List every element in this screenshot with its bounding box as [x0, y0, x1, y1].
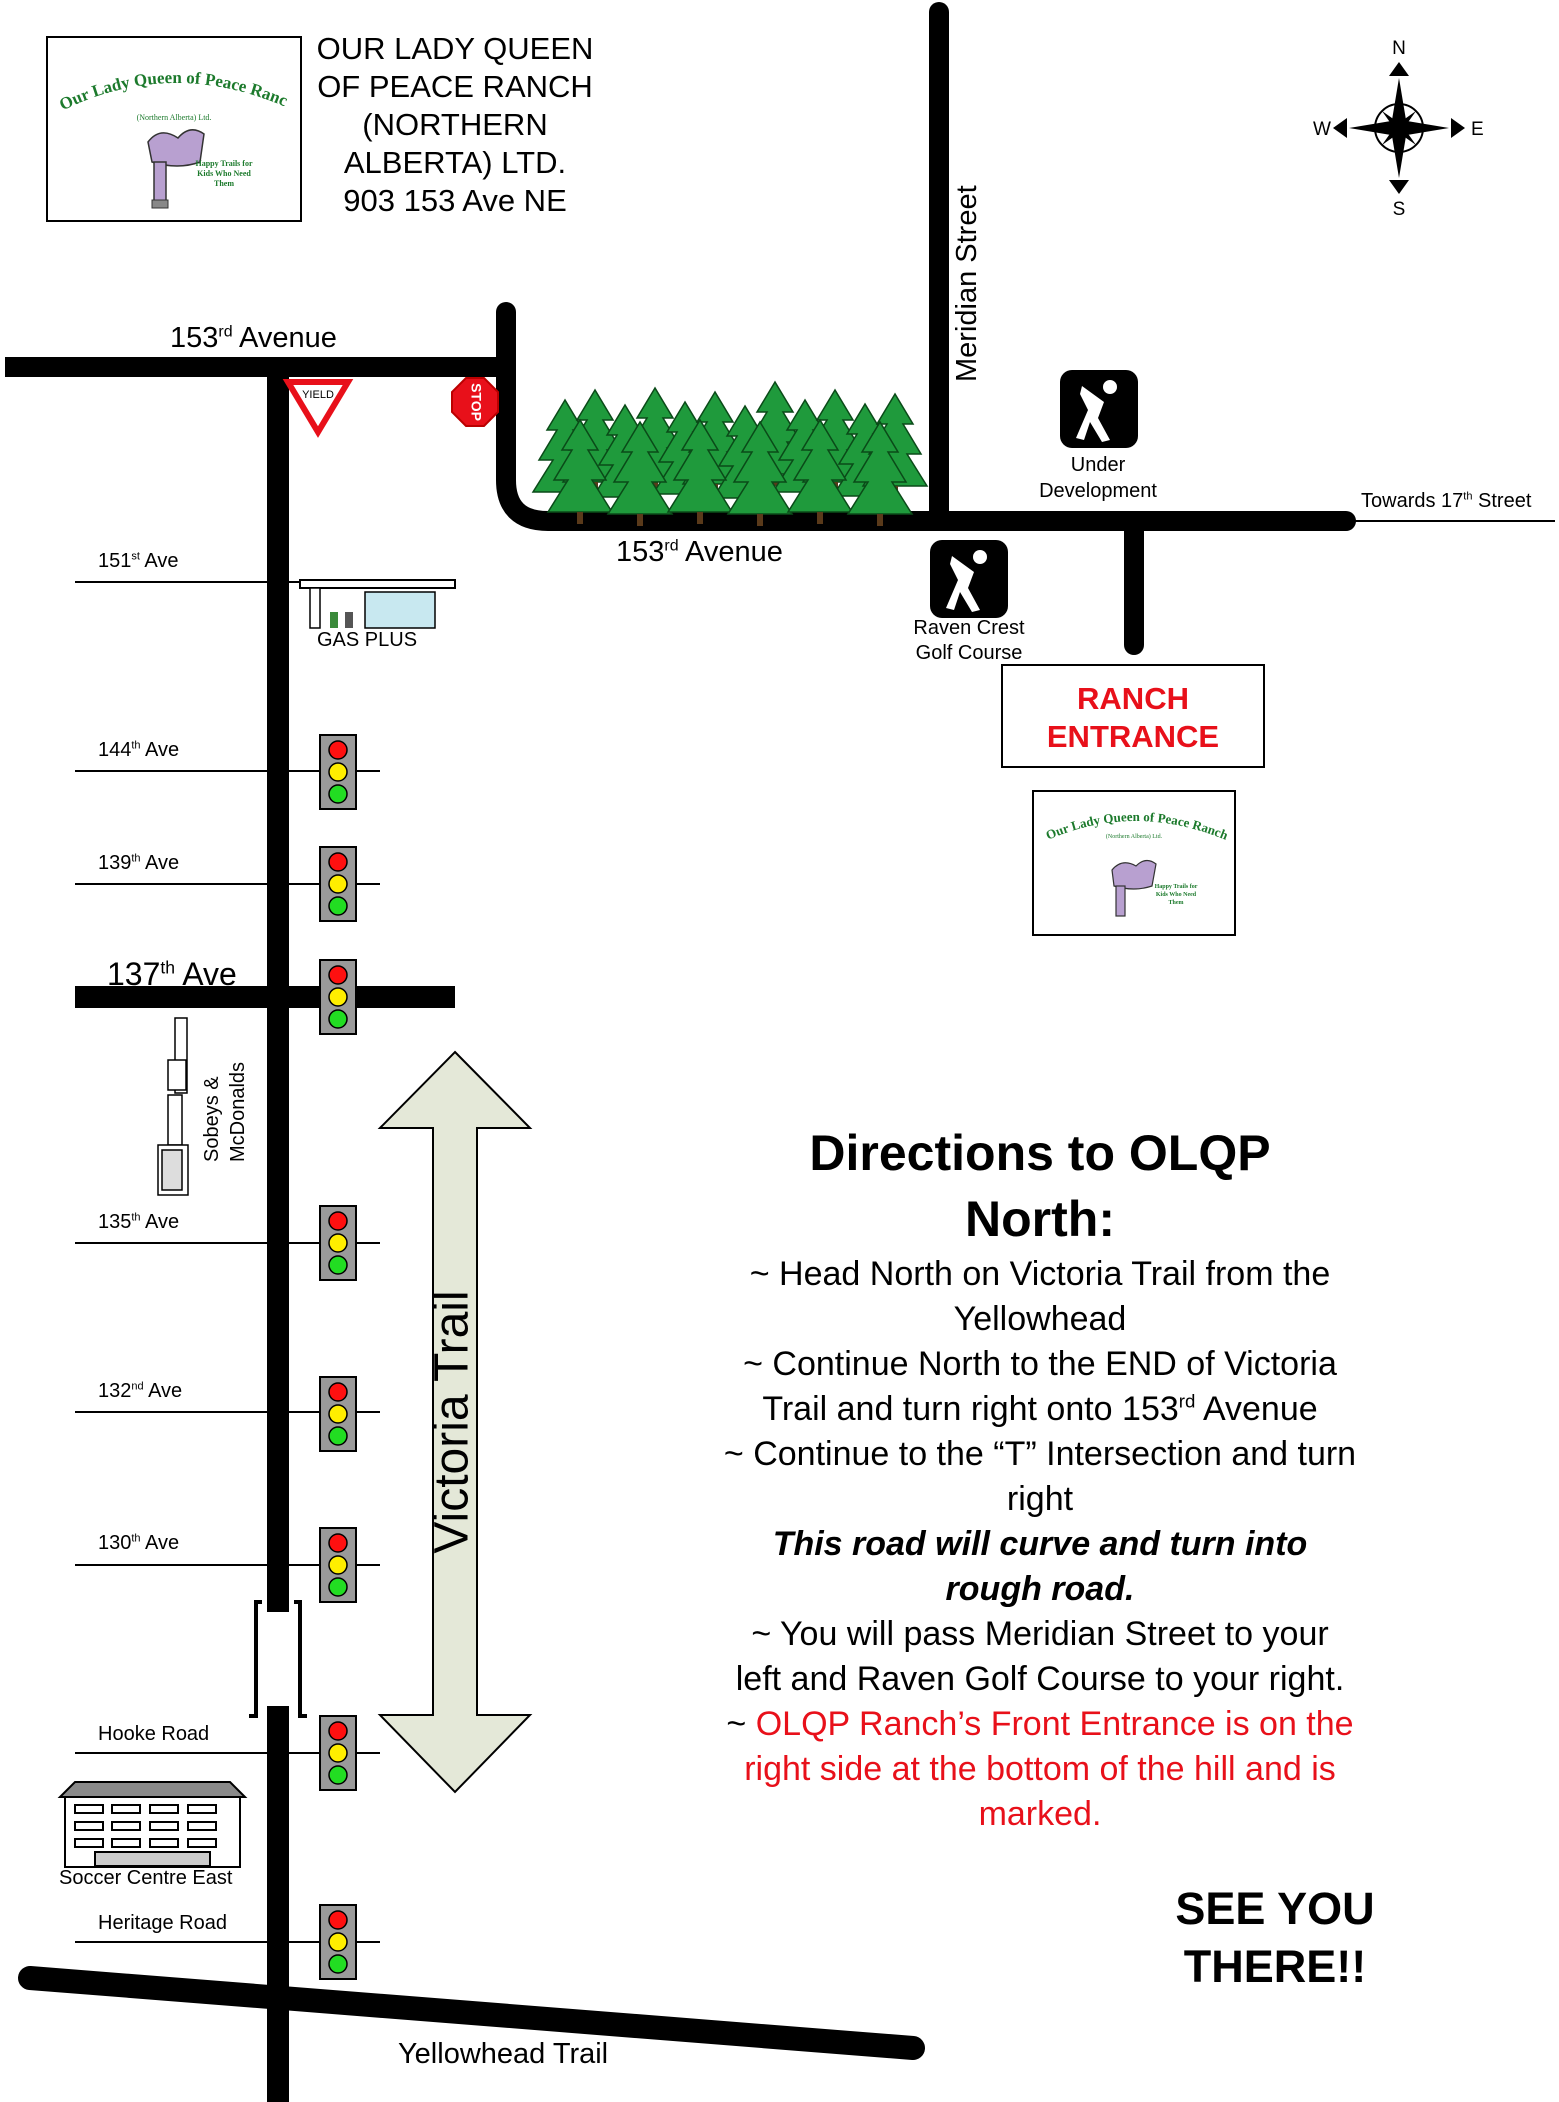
direction-step: right side at the bottom of the hill and…	[744, 1750, 1336, 1788]
svg-text:STOP: STOP	[468, 383, 484, 421]
svg-text:Happy Trails for: Happy Trails for	[1155, 884, 1198, 890]
direction-step: right	[1006, 1480, 1074, 1518]
direction-note: rough road.	[945, 1570, 1135, 1608]
soccer-centre-label: Soccer Centre East	[59, 1867, 233, 1889]
yield-sign-icon: YIELD	[282, 379, 354, 438]
org-title-line: OUR LADY QUEEN	[316, 31, 594, 66]
svg-text:Victoria Trail: Victoria Trail	[426, 1290, 479, 1553]
svg-text:Our Lady Queen of Peace Ranch: Our Lady Queen of Peace Ranch	[48, 38, 291, 114]
org-title: OUR LADY QUEEN OF PEACE RANCH (NORTHERN …	[300, 30, 610, 220]
golf-icon	[930, 540, 1008, 618]
traffic-light-icon	[319, 1904, 357, 1980]
svg-text:Kids Who Need: Kids Who Need	[197, 169, 251, 178]
sobeys-building-icon	[157, 1017, 189, 1196]
direction-step: ~ Continue to the “T” Intersection and t…	[723, 1435, 1357, 1473]
traffic-light-icon	[319, 1715, 357, 1791]
yellowhead-road	[18, 1966, 925, 2060]
traffic-light-icon	[319, 846, 357, 922]
svg-text:YIELD: YIELD	[302, 389, 334, 401]
ranch-entrance-sign: RANCH ENTRANCE	[1001, 664, 1265, 768]
svg-text:Kids Who Need: Kids Who Need	[1156, 892, 1197, 898]
yellowhead-label: Yellowhead Trail	[398, 2038, 609, 2070]
direction-note: This road will curve and turn into	[772, 1525, 1308, 1563]
raven-crest-label: Raven Crest Golf Course	[913, 617, 1025, 664]
closing-text: SEE YOU THERE!!	[1175, 1883, 1375, 1992]
soccer-centre-icon	[57, 1781, 248, 1868]
ave130-label: 130th Ave	[98, 1532, 180, 1554]
victoria-trail-arrow: Victoria Trail	[377, 1050, 533, 1794]
direction-step: ~ OLQP Ranch’s Front Entrance is on the	[726, 1705, 1354, 1743]
direction-step: Trail and turn right onto 153rd Avenue	[762, 1390, 1318, 1428]
towards-17th-label: Towards 17th Street	[1361, 490, 1532, 512]
ave144-label: 144th Ave	[98, 739, 180, 761]
hooke-road-label: Hooke Road	[98, 1723, 210, 1745]
heritage-road-label: Heritage Road	[98, 1912, 227, 1934]
directions-panel: Directions to OLQP North: ~ Head North o…	[680, 1120, 1400, 1837]
traffic-light-icon	[319, 1205, 357, 1281]
ave132-label: 132nd Ave	[98, 1380, 183, 1402]
tree-cluster	[532, 381, 928, 527]
svg-text:(Northern Alberta) Ltd.: (Northern Alberta) Ltd.	[137, 113, 212, 122]
svg-text:W: W	[1313, 119, 1331, 140]
svg-text:N: N	[1392, 38, 1406, 59]
traffic-light-icon	[319, 959, 357, 1035]
gas-station-icon	[299, 579, 456, 629]
traffic-light-icon	[319, 734, 357, 810]
direction-step: ~ You will pass Meridian Street to your	[751, 1615, 1329, 1653]
org-title-line: OF PEACE RANCH	[317, 69, 593, 104]
sobeys-label: Sobeys & McDonalds	[201, 1062, 249, 1162]
saddle-icon	[147, 129, 205, 209]
saddle-icon	[1111, 859, 1157, 917]
ave153-top-label: 153rd Avenue	[170, 322, 337, 354]
svg-text:Sobeys &: Sobeys &	[201, 1076, 223, 1162]
org-address: 903 153 Ave NE	[343, 183, 567, 218]
svg-text:Them: Them	[1169, 900, 1184, 906]
compass-rose-icon: N S E W	[1313, 38, 1484, 220]
direction-step: ~ Head North on Victoria Trail from the	[749, 1255, 1331, 1293]
direction-step: ~ Continue North to the END of Victoria	[743, 1345, 1337, 1383]
svg-text:E: E	[1471, 119, 1484, 140]
meridian-street-label: Meridian Street	[951, 185, 983, 382]
direction-step: left and Raven Golf Course to your right…	[735, 1660, 1345, 1698]
gas-plus-label: GAS PLUS	[317, 629, 418, 651]
logo-ranch: Our Lady Queen of Peace Ranch (Northern …	[1032, 790, 1236, 936]
svg-text:Them: Them	[214, 179, 234, 188]
ave139-label: 139th Ave	[98, 852, 180, 874]
logo-top: Our Lady Queen of Peace Ranch (Northern …	[43, 23, 302, 222]
under-development-label: Under Development	[1039, 454, 1157, 502]
direction-step: marked.	[978, 1795, 1102, 1833]
direction-step: Yellowhead	[953, 1300, 1127, 1338]
svg-text:McDonalds: McDonalds	[227, 1062, 249, 1162]
stop-sign-icon: STOP	[451, 377, 499, 427]
ave153-bottom-label: 153rd Avenue	[616, 536, 783, 568]
directions-title: Directions to OLQP North:	[809, 1125, 1271, 1247]
svg-text:Happy Trails for: Happy Trails for	[195, 159, 252, 168]
svg-text:(Northern Alberta) Ltd.: (Northern Alberta) Ltd.	[1106, 833, 1163, 840]
org-title-line: ALBERTA) LTD.	[343, 145, 567, 180]
bridge	[249, 1600, 307, 1718]
svg-text:S: S	[1393, 199, 1406, 220]
org-title-line: (NORTHERN	[362, 107, 548, 142]
golf-icon	[1060, 370, 1138, 448]
logo-arc-text: Our Lady Queen of Peace Ranch (Northern …	[1044, 809, 1231, 917]
ave153-east-road	[496, 302, 1356, 531]
ave137-label: 137th Ave	[107, 956, 237, 992]
traffic-light-icon	[319, 1527, 357, 1603]
traffic-light-icon	[319, 1376, 357, 1452]
ave135-label: 135th Ave	[98, 1211, 180, 1233]
ave151-label: 151st Ave	[98, 550, 179, 572]
logo-arc-text: Our Lady Queen of Peace Ranch (Northern …	[43, 23, 291, 209]
